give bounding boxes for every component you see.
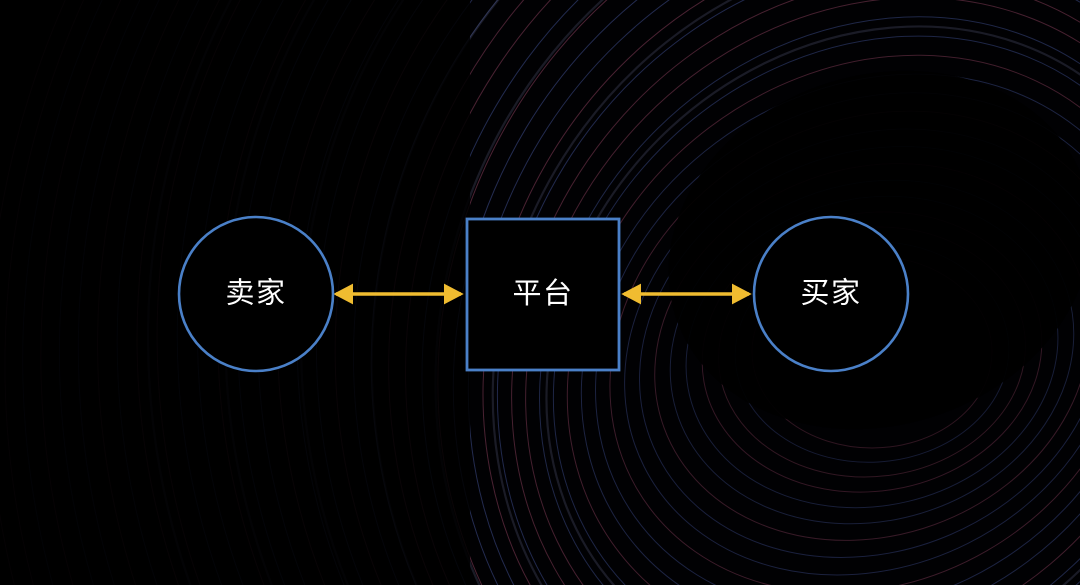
node-platform[interactable]: 平台 xyxy=(465,217,621,372)
node-buyer[interactable]: 买家 xyxy=(752,215,910,373)
node-seller[interactable]: 卖家 xyxy=(177,215,335,373)
seller-label: 卖家 xyxy=(225,277,286,310)
buyer-circle-shape xyxy=(752,215,910,373)
buyer-label: 买家 xyxy=(800,277,861,310)
seller-circle-shape xyxy=(177,215,335,373)
platform-square-shape xyxy=(465,217,621,372)
platform-label: 平台 xyxy=(512,277,573,310)
